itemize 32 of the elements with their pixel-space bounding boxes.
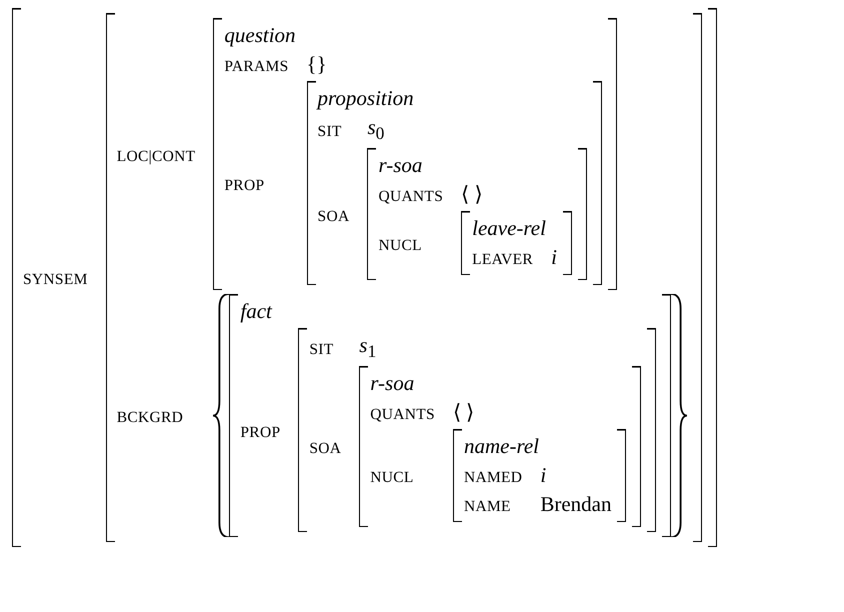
type-label: r-soa — [370, 371, 414, 396]
feature-name: LOC|CONT — [116, 148, 196, 165]
feature-value: i — [551, 245, 557, 270]
feature-name: SIT — [318, 123, 342, 140]
feature-value: ⟨ ⟩ — [452, 400, 474, 424]
feature-value: i — [540, 463, 546, 488]
feature-name: QUANTS — [378, 188, 444, 206]
feature-name: SOA — [318, 208, 350, 225]
type-label: proposition — [318, 86, 414, 110]
feature-value: s$_{0}$ — [367, 115, 384, 139]
feature-value: ⟨ ⟩ — [461, 182, 482, 206]
feature-name: SIT — [309, 341, 334, 358]
feature-name: LEAVER — [472, 251, 534, 268]
feature-name: PROP — [240, 424, 280, 441]
type-label: fact — [240, 299, 272, 324]
feature-value: s$_{1}$ — [359, 333, 376, 358]
feature-name: SYNSEM — [23, 271, 88, 288]
feature-name: NAME — [464, 498, 511, 516]
feature-name: PARAMS — [224, 58, 289, 75]
type-label: leave-rel — [472, 216, 546, 240]
feature-name: NAMED — [464, 469, 522, 486]
type-label: r-soa — [378, 153, 422, 178]
feature-value: {} — [306, 52, 327, 76]
feature-name: QUANTS — [370, 406, 435, 424]
feature-name: NUCL — [378, 236, 422, 254]
feature-name: BCKGRD — [116, 409, 184, 426]
feature-value: Brendan — [540, 492, 612, 516]
type-label: name-rel — [464, 434, 539, 458]
feature-name: NUCL — [370, 469, 414, 486]
feature-name: SOA — [309, 440, 342, 458]
feature-name: PROP — [224, 176, 264, 194]
type-label: question — [224, 23, 296, 47]
